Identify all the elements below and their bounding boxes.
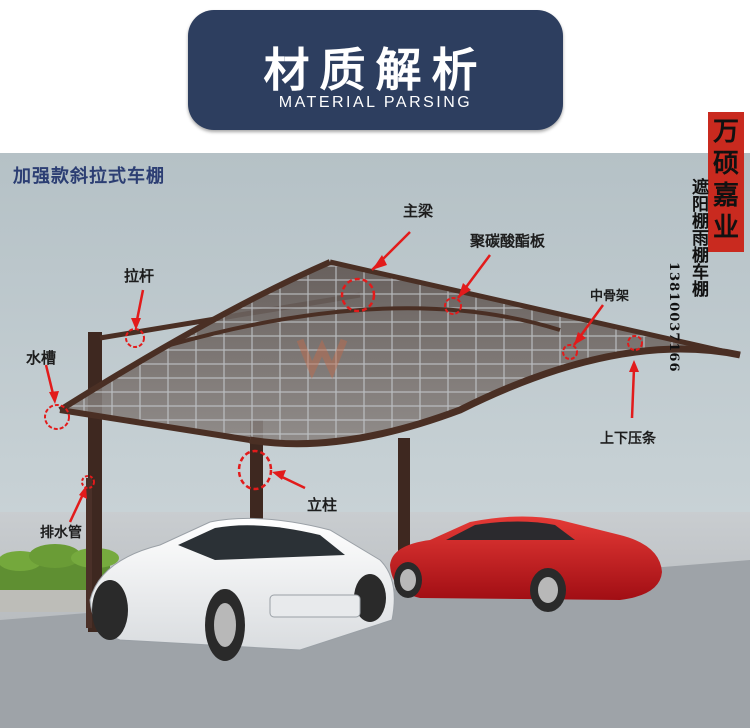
brand-phone: 13810037166 — [666, 262, 681, 373]
label-clamp-strip: 上下压条 — [600, 431, 656, 447]
marker-clamp-strip — [627, 335, 643, 351]
label-polycarbonate-panel: 聚碳酸酯板 — [470, 232, 546, 250]
brand-stamp — [708, 112, 744, 252]
title-banner: 材质解析 MATERIAL PARSING — [188, 10, 563, 130]
marker-panel — [444, 297, 462, 315]
roof — [58, 259, 741, 448]
brand-product: 遮阳棚雨棚车棚 — [688, 178, 708, 297]
marker-tie-rod — [125, 328, 145, 348]
label-middle-frame: 中骨架 — [590, 289, 630, 304]
label-tie-rod: 拉杆 — [124, 267, 155, 285]
marker-drain-pipe — [81, 475, 95, 489]
white-car — [89, 517, 395, 661]
product-subtitle: 加强款斜拉式车棚 — [13, 166, 165, 187]
watermark-logo — [296, 338, 348, 379]
label-column: 立柱 — [307, 496, 338, 514]
marker-column — [237, 449, 273, 491]
annotation-markers — [44, 231, 643, 523]
marker-gutter — [44, 404, 70, 430]
brand-name: 万硕嘉业 — [712, 117, 739, 243]
label-gutter: 水槽 — [26, 349, 57, 367]
marker-middle-frame — [562, 344, 578, 360]
page-title-english: MATERIAL PARSING — [278, 94, 473, 111]
label-main-beam: 主梁 — [403, 202, 434, 220]
red-car — [390, 516, 662, 612]
page-title: 材质解析 — [263, 43, 488, 97]
marker-main-beam — [340, 277, 376, 313]
label-drain-pipe: 排水管 — [40, 525, 82, 541]
